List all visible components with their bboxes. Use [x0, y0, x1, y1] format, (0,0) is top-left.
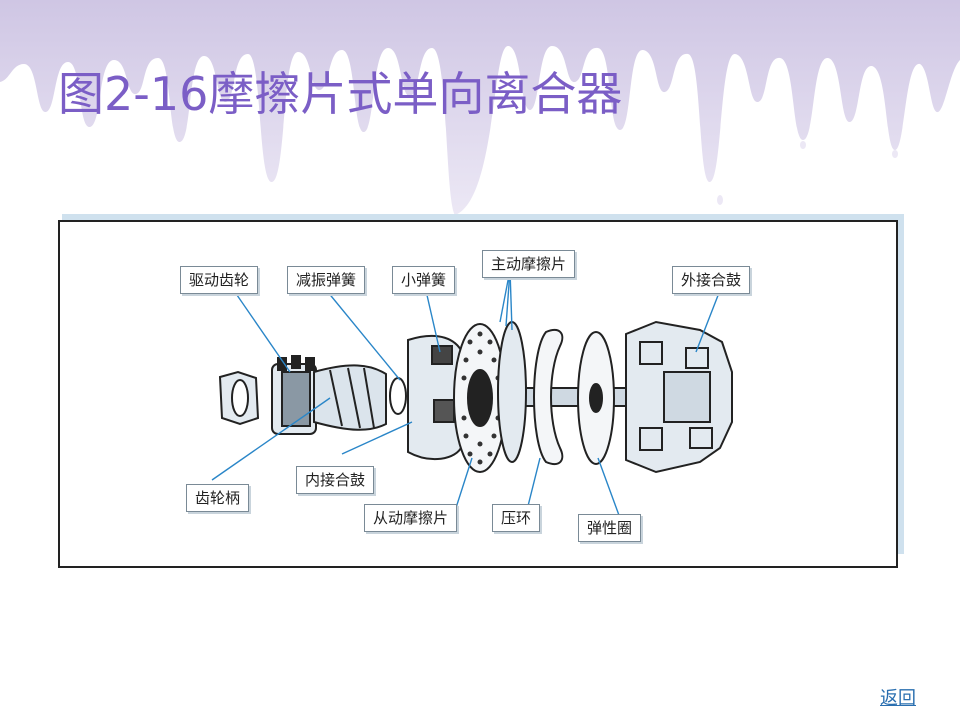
label-outer-hub: 外接合鼓	[672, 266, 751, 294]
label-drive-gear: 驱动齿轮	[180, 266, 259, 294]
label-driven-friction-plate: 从动摩擦片	[364, 504, 458, 532]
back-link[interactable]: 返回	[880, 688, 916, 709]
drip-background	[0, 0, 960, 215]
label-damping-spring: 减振弹簧	[287, 266, 366, 294]
label-small-spring: 小弹簧	[392, 266, 456, 294]
label-inner-hub: 内接合鼓	[296, 466, 375, 494]
label-pressure-ring: 压环	[492, 504, 541, 532]
slide-title: 图2-16摩擦片式单向离合器	[58, 67, 623, 121]
label-gear-shank: 齿轮柄	[186, 484, 250, 512]
label-elastic-ring: 弹性圈	[578, 514, 642, 542]
clutch-exploded-diagram	[211, 269, 733, 519]
label-active-friction-plate: 主动摩擦片	[482, 250, 576, 278]
